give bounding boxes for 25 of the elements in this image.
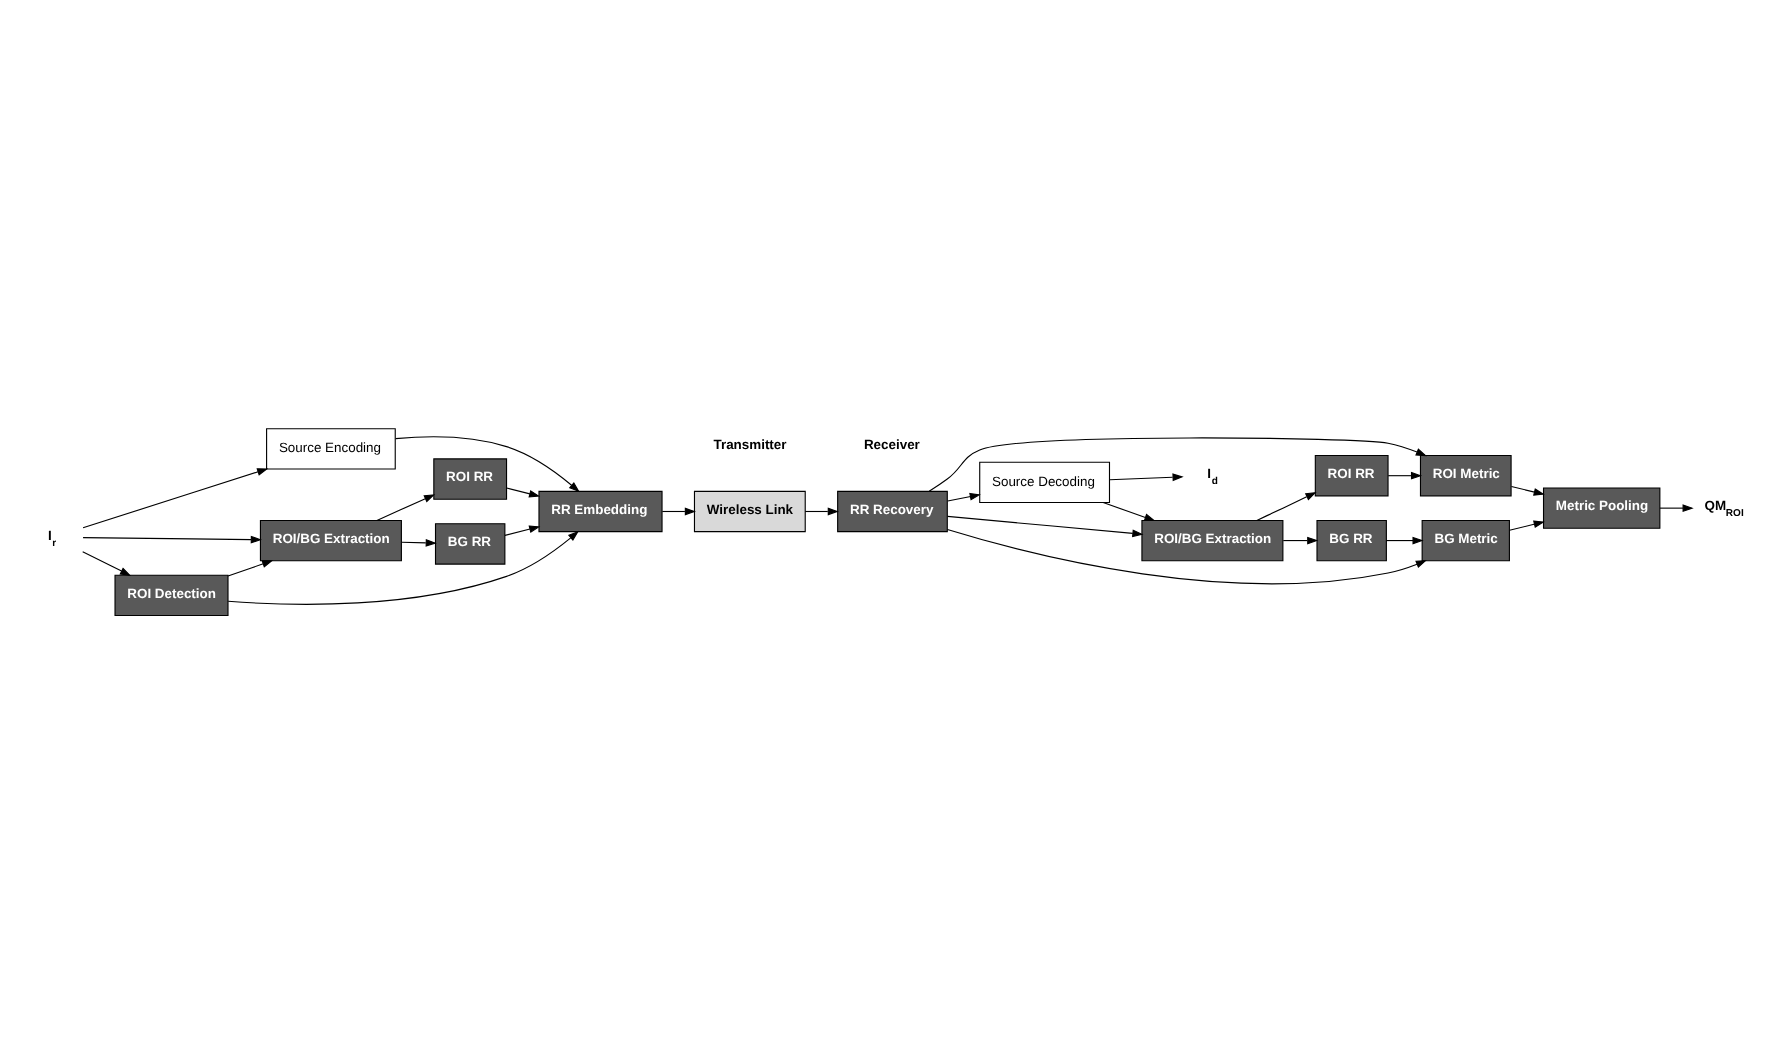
arrow [395,435,580,492]
arrow [1385,535,1424,544]
arrow [928,436,1428,491]
arrow [1256,491,1317,520]
arrow [82,467,269,528]
arrow [1282,535,1319,544]
arrow [82,550,132,575]
arrow [1510,484,1545,495]
arrow [947,491,981,501]
arrow [946,514,1144,537]
arrow [1102,501,1156,520]
arrow [506,486,541,497]
arrow [661,506,696,515]
arrow [82,534,262,543]
arrow [1387,470,1423,479]
arrow [946,527,1428,584]
arrow [227,529,579,604]
arrow [376,493,436,520]
arrow [1509,519,1545,530]
arrow [227,559,274,576]
arrow [804,506,839,515]
arrow [504,524,541,535]
arrow [401,537,437,546]
arrow [1109,472,1184,481]
arrow [1659,503,1694,512]
